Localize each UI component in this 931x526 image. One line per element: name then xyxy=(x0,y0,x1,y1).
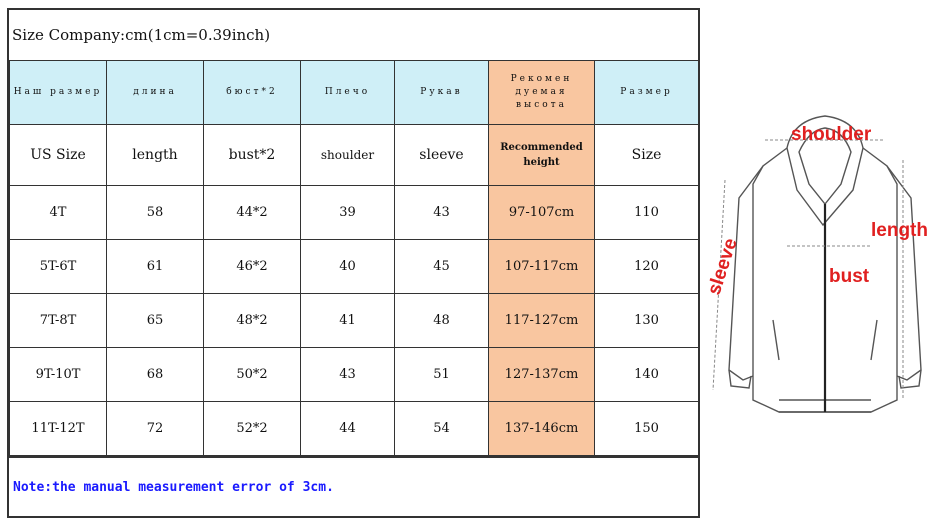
table-cell: 45 xyxy=(394,239,489,294)
header-en-cell: sleeve xyxy=(394,124,489,186)
table-cell: 4T xyxy=(9,185,107,240)
table-cell: 65 xyxy=(106,293,204,348)
table-cell: 54 xyxy=(394,401,489,456)
header-row-en: US Size length bust*2 shoulder sleeve Re… xyxy=(9,124,699,186)
table-cell: 46*2 xyxy=(203,239,301,294)
table-cell: 97-107cm xyxy=(488,185,595,240)
table-cell: 52*2 xyxy=(203,401,301,456)
table-cell: 43 xyxy=(394,185,489,240)
table-cell: 72 xyxy=(106,401,204,456)
table-cell: 51 xyxy=(394,347,489,402)
table-cell: 58 xyxy=(106,185,204,240)
jacket-measurement-diagram: shoulder length bust sleeve xyxy=(704,115,928,413)
table-cell: 48 xyxy=(394,293,489,348)
table-cell: 9T-10T xyxy=(9,347,107,402)
table-cell: 61 xyxy=(106,239,204,294)
left-sleeve xyxy=(728,165,764,381)
table-cell: 41 xyxy=(300,293,395,348)
table-row: 4T 58 44*2 39 43 97-107cm 110 xyxy=(9,185,699,240)
table-cell: 140 xyxy=(594,347,699,402)
table-cell: 68 xyxy=(106,347,204,402)
length-label: length xyxy=(871,220,928,241)
table-cell: 117-127cm xyxy=(488,293,595,348)
header-ru-cell: бюст*2 xyxy=(203,60,301,125)
table-cell: 44*2 xyxy=(203,185,301,240)
header-en-cell: US Size xyxy=(9,124,107,186)
table-cell: 110 xyxy=(594,185,699,240)
table-cell: 150 xyxy=(594,401,699,456)
table-cell: 39 xyxy=(300,185,395,240)
right-cuff xyxy=(898,369,922,389)
header-en-cell: shoulder xyxy=(300,124,395,186)
header-en-cell: length xyxy=(106,124,204,186)
table-cell: 50*2 xyxy=(203,347,301,402)
table-cell: 48*2 xyxy=(203,293,301,348)
table-cell: 5T-6T xyxy=(9,239,107,294)
table-cell: 7T-8T xyxy=(9,293,107,348)
hood-inner xyxy=(798,127,852,206)
header-en-cell: bust*2 xyxy=(203,124,301,186)
bust-label: bust xyxy=(829,266,870,287)
table-cell: 40 xyxy=(300,239,395,294)
table-row: 9T-10T 68 50*2 43 51 127-137cm 140 xyxy=(9,347,699,402)
jacket-pockets xyxy=(772,319,878,361)
table-cell: 127-137cm xyxy=(488,347,595,402)
table-cell: 120 xyxy=(594,239,699,294)
table-row: 11T-12T 72 52*2 44 54 137-146cm 150 xyxy=(9,401,699,456)
note-divider xyxy=(9,456,698,458)
table-cell: 43 xyxy=(300,347,395,402)
header-ru-cell: Наш размер xyxy=(9,60,107,125)
table-cell: 44 xyxy=(300,401,395,456)
header-ru-cell: Плечо xyxy=(300,60,395,125)
header-ru-cell: Рекомен дуемая высота xyxy=(488,60,595,125)
header-ru-cell: Рукав xyxy=(394,60,489,125)
table-row: 5T-6T 61 46*2 40 45 107-117cm 120 xyxy=(9,239,699,294)
table-cell: 107-117cm xyxy=(488,239,595,294)
header-ru-cell: длина xyxy=(106,60,204,125)
table-cell: 137-146cm xyxy=(488,401,595,456)
table-cell: 11T-12T xyxy=(9,401,107,456)
right-sleeve xyxy=(886,165,922,381)
sleeve-label: sleeve xyxy=(704,236,742,298)
header-en-cell: Size xyxy=(594,124,699,186)
sleeve-guide xyxy=(712,179,726,391)
table-cell: 130 xyxy=(594,293,699,348)
header-row-ru: Наш размер длина бюст*2 Плечо Рукав Реко… xyxy=(9,60,699,125)
header-en-cell: Recommended height xyxy=(488,124,595,186)
table-row: 7T-8T 65 48*2 41 48 117-127cm 130 xyxy=(9,293,699,348)
header-ru-cell: Размер xyxy=(594,60,699,125)
shoulder-label: shoulder xyxy=(791,124,872,145)
measurement-note: Note:the manual measurement error of 3cm… xyxy=(13,480,334,495)
left-cuff xyxy=(728,369,752,389)
size-table: Наш размер длина бюст*2 Плечо Рукав Реко… xyxy=(9,60,699,456)
size-chart: Size Company:cm(1cm=0.39inch) Наш размер… xyxy=(7,8,700,518)
chart-title: Size Company:cm(1cm=0.39inch) xyxy=(12,26,271,44)
